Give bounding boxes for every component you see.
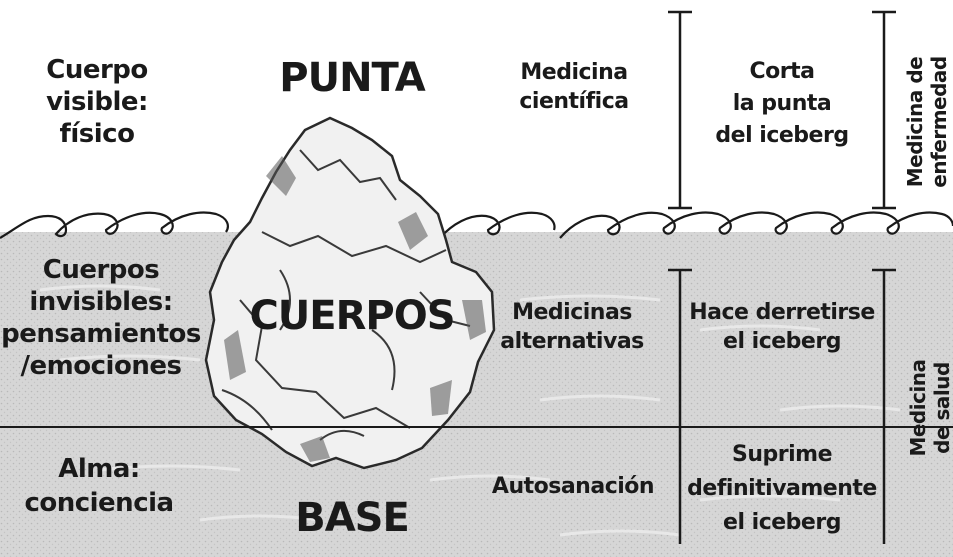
label-medicina-salud: Medicina de salud	[906, 359, 953, 457]
label-medicinas-alternativas: Medicinas alternativas	[500, 300, 644, 354]
iceberg-body	[204, 116, 496, 470]
label-medicina-enfermedad: Medicina de enfermedad	[903, 56, 951, 188]
label-cuerpos-invisibles: Cuerpos invisibles: pensamientos /emocio…	[1, 255, 201, 381]
label-medicina-cientifica: Medicina científica	[519, 60, 629, 114]
label-punta: PUNTA	[279, 55, 425, 101]
wave-crests	[0, 211, 953, 239]
label-corta-punta: Corta la punta del iceberg	[715, 59, 849, 148]
sea-streaks	[39, 284, 901, 537]
scope-brackets-left	[668, 10, 692, 544]
label-cuerpo-visible: Cuerpo visible: físico	[46, 55, 148, 149]
label-suprime: Suprime definitivamente el iceberg	[687, 442, 877, 535]
label-alma-conciencia: Alma: conciencia	[24, 454, 174, 518]
label-base: BASE	[295, 495, 410, 541]
iceberg	[204, 116, 496, 470]
scope-brackets-right	[872, 10, 896, 544]
label-autosanacion: Autosanación	[491, 474, 655, 499]
label-cuerpos: CUERPOS	[249, 293, 455, 339]
wave-crests-middle	[439, 211, 556, 239]
label-hace-derretirse: Hace derretirse el iceberg	[689, 300, 875, 354]
